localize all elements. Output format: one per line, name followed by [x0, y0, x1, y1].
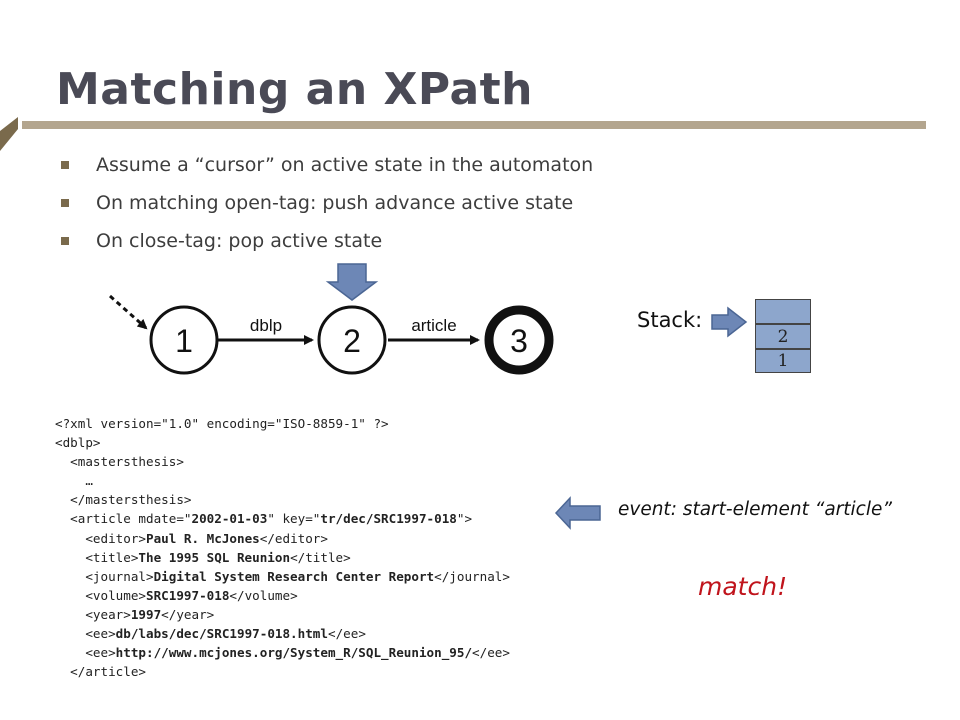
bullet-square-icon — [61, 161, 69, 169]
xml-markup: <title> — [55, 549, 139, 565]
state-2-label: 2 — [343, 323, 361, 359]
title-rule-accent — [0, 117, 18, 151]
xml-markup: <article mdate=" — [55, 511, 192, 527]
xml-markup: " key=" — [267, 511, 321, 527]
xml-line: <editor>Paul R. McJones</editor> — [55, 529, 510, 548]
xml-value: db/labs/dec/SRC1997-018.html — [115, 626, 328, 642]
xml-markup: </journal> — [434, 568, 510, 584]
bullet-text: Assume a “cursor” on active state in the… — [96, 154, 594, 176]
state-1-label: 1 — [175, 323, 193, 359]
xml-value: Digital System Research Center Report — [153, 568, 435, 584]
xml-line: … — [55, 471, 510, 490]
xml-line: </article> — [55, 662, 510, 681]
xml-markup: </ee> — [472, 645, 510, 661]
bullet-square-icon — [61, 199, 69, 207]
xml-markup: <ee> — [55, 626, 116, 642]
xml-value: The 1995 SQL Reunion — [138, 549, 291, 565]
state-3-final — [484, 305, 554, 375]
xml-value: Paul R. McJones — [146, 530, 260, 546]
xml-value: SRC1997-018 — [146, 587, 230, 603]
xml-markup: <ee> — [55, 645, 116, 661]
xml-markup: … — [55, 473, 93, 489]
start-arrow — [109, 294, 148, 330]
stack-cell-top — [755, 299, 811, 324]
title-rule — [22, 121, 926, 129]
xml-markup: </year> — [161, 606, 215, 622]
stack-pointer-arrow-icon — [711, 306, 748, 338]
stack-cell-2: 2 — [755, 324, 811, 349]
xml-value: http://www.mcjones.org/System_R/SQL_Reun… — [115, 645, 473, 661]
bullet-item: Assume a “cursor” on active state in the… — [60, 150, 593, 188]
xml-markup: <dblp> — [55, 435, 101, 451]
xml-markup: </article> — [55, 664, 146, 680]
xml-markup: "> — [456, 511, 473, 527]
xml-markup: <editor> — [55, 530, 146, 546]
xml-value: 2002-01-03 — [191, 511, 268, 527]
state-3-label: 3 — [510, 323, 528, 359]
stack-label: Stack: — [637, 308, 703, 332]
state-2 — [317, 305, 387, 375]
xml-markup: <mastersthesis> — [55, 454, 184, 470]
edge-label-article: article — [411, 316, 456, 335]
xml-line: <journal>Digital System Research Center … — [55, 567, 510, 586]
bullet-list: Assume a “cursor” on active state in the… — [60, 150, 593, 264]
xml-line: <ee>http://www.mcjones.org/System_R/SQL_… — [55, 643, 510, 662]
xml-markup: </ee> — [327, 626, 366, 642]
bullet-square-icon — [61, 237, 69, 245]
xml-line: <ee>db/labs/dec/SRC1997-018.html</ee> — [55, 624, 510, 643]
stack-cell-1: 1 — [755, 349, 811, 373]
slide-title: Matching an XPath — [56, 64, 534, 115]
xml-markup: </title> — [290, 549, 351, 565]
xml-value: tr/dec/SRC1997-018 — [320, 511, 457, 527]
xml-markup: <volume> — [55, 587, 146, 603]
xml-markup: </editor> — [259, 530, 328, 546]
xml-markup: <year> — [55, 606, 131, 622]
xml-line: <dblp> — [55, 433, 510, 452]
event-arrow-icon — [554, 496, 601, 530]
edge-label-dblp: dblp — [250, 316, 282, 335]
xml-document: <?xml version="1.0" encoding="ISO-8859-1… — [55, 414, 510, 681]
xml-line: <volume>SRC1997-018</volume> — [55, 586, 510, 605]
xml-markup: <journal> — [55, 568, 154, 584]
xml-markup: </volume> — [229, 587, 298, 603]
xml-line: </mastersthesis> — [55, 490, 510, 509]
event-label: event: start-element “article” — [618, 499, 892, 520]
state-1 — [149, 305, 219, 375]
match-label: match! — [698, 572, 788, 601]
xml-value: 1997 — [130, 606, 162, 622]
bullet-text: On matching open-tag: push advance activ… — [96, 192, 574, 214]
xml-line: <year>1997</year> — [55, 605, 510, 624]
xml-line: <?xml version="1.0" encoding="ISO-8859-1… — [55, 414, 510, 433]
cursor-arrow-icon — [325, 263, 379, 301]
xml-markup: <?xml version="1.0" encoding="ISO-8859-1… — [55, 416, 389, 431]
xml-line: <mastersthesis> — [55, 452, 510, 471]
bullet-item: On close-tag: pop active state — [60, 226, 593, 264]
bullet-item: On matching open-tag: push advance activ… — [60, 188, 593, 226]
xml-markup: </mastersthesis> — [55, 492, 192, 508]
xml-line: <article mdate="2002-01-03" key="tr/dec/… — [55, 509, 510, 528]
bullet-text: On close-tag: pop active state — [96, 230, 383, 252]
xml-line: <title>The 1995 SQL Reunion</title> — [55, 548, 510, 567]
